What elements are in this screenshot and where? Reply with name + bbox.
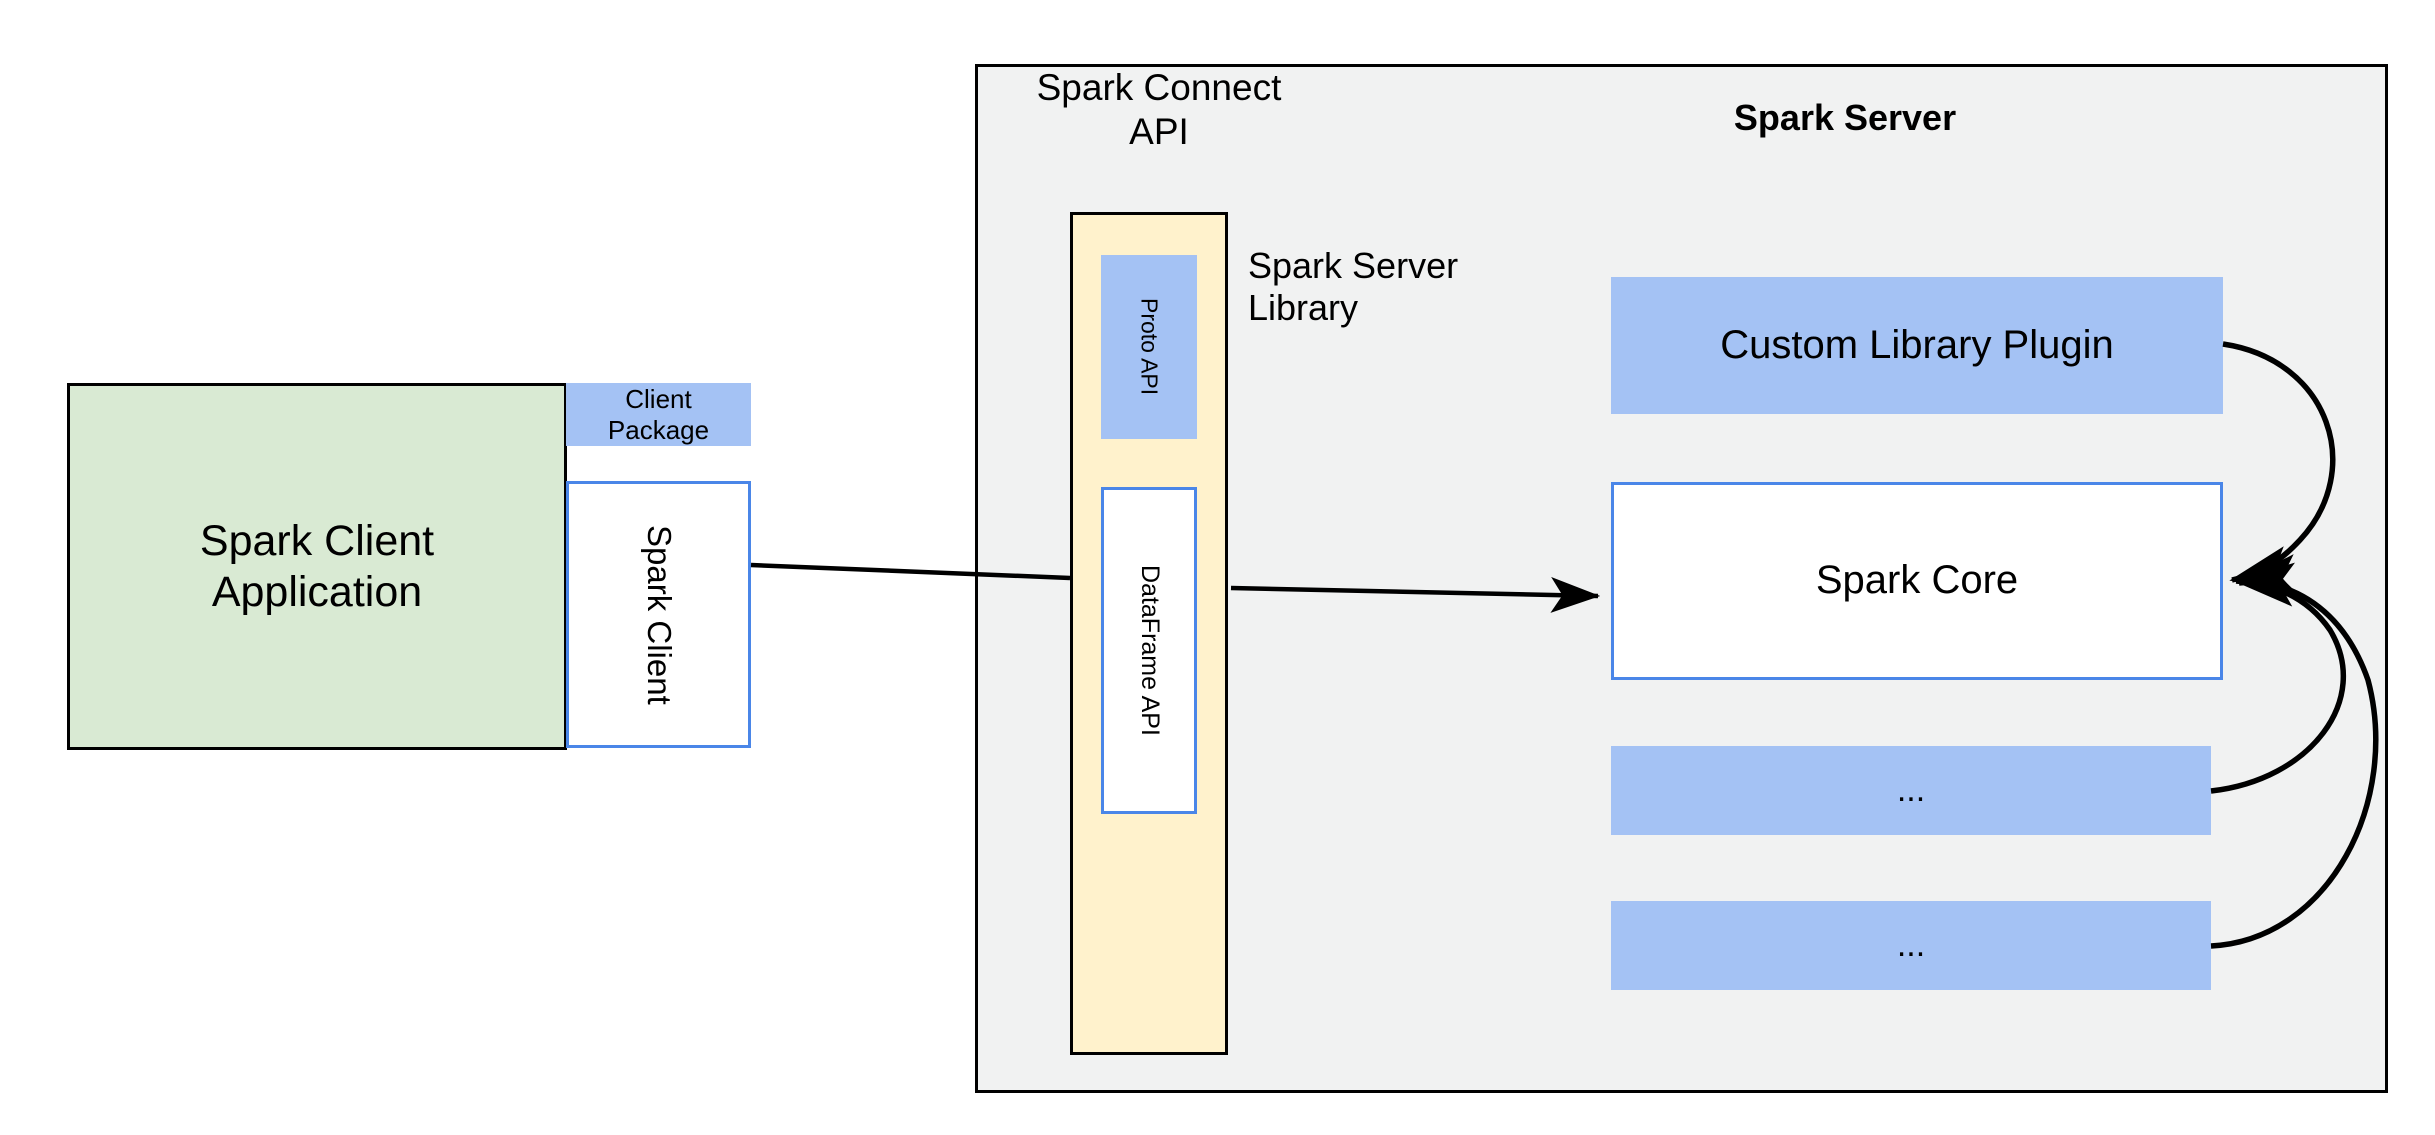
proto-api-box[interactable]: Proto API: [1101, 255, 1197, 439]
server-library-line2: Library: [1248, 287, 1359, 329]
server-stack-ellipsis-box-2[interactable]: ...: [1611, 901, 2211, 990]
spark-client-box[interactable]: Spark Client: [566, 481, 751, 748]
server-stack-ellipsis-box-1[interactable]: ...: [1611, 746, 2211, 835]
spark-core-label: Spark Core: [1815, 558, 2019, 603]
spark-client-label: Spark Client: [640, 524, 678, 705]
custom-library-plugin-box[interactable]: Custom Library Plugin: [1611, 277, 2223, 414]
ellipsis-label-2: ...: [1896, 926, 1926, 965]
client-package-box[interactable]: Client Package: [566, 383, 751, 446]
spark-client-application-box[interactable]: Spark Client Application: [67, 383, 567, 750]
spark-connect-api-label: Spark Connect API: [1014, 66, 1304, 156]
spark-server-title: Spark Server: [1733, 96, 1957, 138]
server-library-line1: Spark Server: [1248, 245, 1459, 286]
spark-core-box[interactable]: Spark Core: [1611, 482, 2223, 680]
dataframe-api-box[interactable]: DataFrame API: [1101, 487, 1197, 814]
custom-library-plugin-label: Custom Library Plugin: [1720, 322, 2114, 367]
spark-client-application-label: Spark Client Application: [186, 516, 448, 617]
dataframe-api-label: DataFrame API: [1135, 565, 1164, 736]
proto-api-label: Proto API: [1136, 298, 1163, 396]
client-app-line1: Spark Client: [199, 516, 435, 565]
client-package-label: Client Package: [608, 384, 709, 445]
ellipsis-label-1: ...: [1896, 771, 1926, 810]
connect-api-line1: Spark Connect: [1036, 67, 1282, 108]
client-package-line1: Client: [625, 383, 692, 414]
client-package-line2: Package: [607, 414, 710, 445]
client-app-line2: Application: [211, 567, 423, 616]
connect-api-line2: API: [1129, 110, 1189, 152]
spark-server-library-label: Spark Server Library: [1248, 245, 1548, 345]
